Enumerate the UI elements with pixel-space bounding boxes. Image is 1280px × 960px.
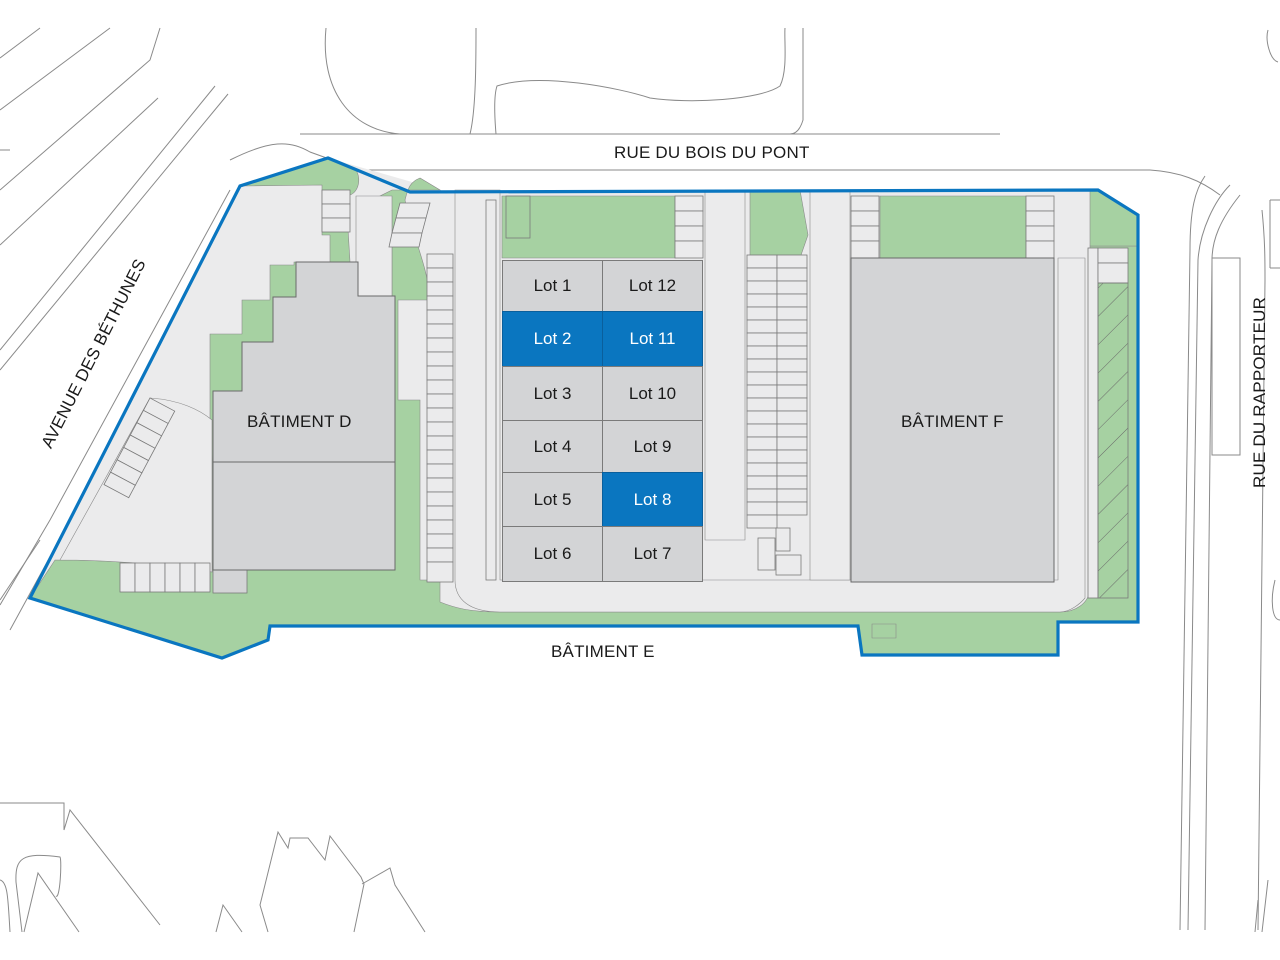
street-label-east: RUE DU RAPPORTEUR [1250, 296, 1269, 488]
lot-12[interactable]: Lot 12 [602, 260, 703, 312]
hatched-loading-zone [1097, 282, 1129, 599]
lot-11[interactable]: Lot 11 [602, 311, 703, 367]
parking-stalls [103, 189, 1129, 599]
building-e-label: BÂTIMENT E [551, 642, 655, 661]
lot-1[interactable]: Lot 1 [502, 260, 603, 312]
building-f-label: BÂTIMENT F [901, 412, 1004, 431]
driveways [59, 189, 1086, 613]
lot-6[interactable]: Lot 6 [502, 526, 603, 582]
street-outlines [0, 27, 1280, 933]
lot-5[interactable]: Lot 5 [502, 472, 603, 527]
lot-10[interactable]: Lot 10 [602, 366, 703, 421]
lot-3[interactable]: Lot 3 [502, 366, 603, 421]
street-label-north: RUE DU BOIS DU PONT [614, 143, 810, 162]
site-boundary [27, 156, 1140, 660]
building-d-label: BÂTIMENT D [247, 412, 352, 431]
lot-8[interactable]: Lot 8 [602, 472, 703, 527]
building-f-shape [850, 257, 1055, 583]
lot-2[interactable]: Lot 2 [502, 311, 603, 367]
building-d-shape [212, 261, 396, 571]
lot-9[interactable]: Lot 9 [602, 420, 703, 473]
lot-4[interactable]: Lot 4 [502, 420, 603, 473]
lot-7[interactable]: Lot 7 [602, 526, 703, 582]
